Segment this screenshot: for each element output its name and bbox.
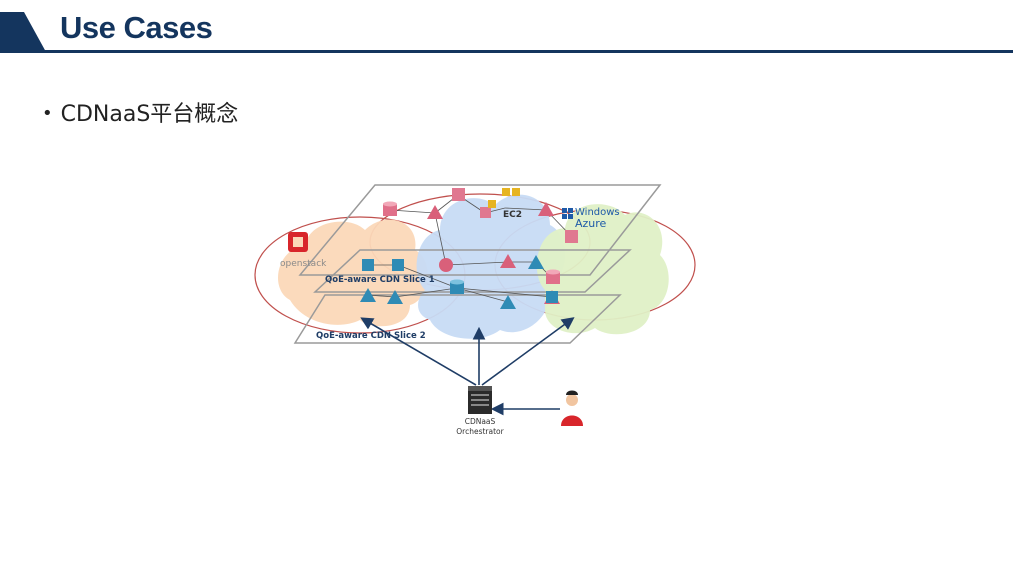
title-accent-tab: [0, 12, 46, 52]
user-icon: [561, 390, 583, 426]
orchestration-arrows: [360, 317, 575, 416]
transcoder-icon: [360, 288, 376, 302]
bullet-dot-icon: •: [42, 103, 53, 124]
transcoder-icon: [538, 202, 554, 216]
slice-2-plane: [293, 294, 622, 344]
cache-icon: [565, 230, 578, 243]
cdnaas-diagram: openstack EC2 Windows Azure: [254, 184, 696, 436]
slice-1-label: QoE-aware CDN Slice 1: [325, 275, 435, 285]
slice-1-plane: [313, 249, 632, 293]
page-title: Use Cases: [60, 10, 213, 45]
ec2-cloud: [416, 194, 565, 339]
azure-label-line1: Windows: [575, 207, 620, 218]
azure-logo: Windows Azure: [562, 207, 620, 230]
title-underline: [0, 50, 1013, 53]
database-icon: [450, 279, 464, 294]
orchestrator-label-line2: Orchestrator: [456, 427, 504, 436]
transcoder-icon: [528, 255, 544, 269]
transcoder-icon: [427, 205, 443, 219]
database-icon: [546, 269, 560, 284]
openstack-label: openstack: [280, 259, 327, 269]
ec2-label: EC2: [503, 210, 522, 220]
transcoder-icon: [500, 295, 516, 309]
orchestrator-label-line1: CDNaaS: [465, 417, 496, 426]
cache-icon: [362, 259, 374, 271]
cache-icon: [480, 207, 491, 218]
cache-icon: [452, 188, 465, 201]
cache-icon: [546, 291, 558, 303]
database-icon: [383, 201, 397, 216]
bullet-text: CDNaaS平台概念: [60, 102, 239, 127]
transcoder-icon: [500, 254, 516, 268]
openstack-logo: openstack: [280, 232, 327, 269]
server-rack-icon: [468, 386, 492, 414]
bullet-item: • CDNaaS平台概念: [42, 96, 238, 128]
top-plane: [298, 184, 662, 276]
slice-2-label: QoE-aware CDN Slice 2: [316, 331, 426, 341]
azure-label-line2: Azure: [575, 217, 607, 230]
cache-icon: [439, 258, 453, 272]
ec2-instance-icon: [488, 188, 520, 208]
cache-icon: [392, 259, 404, 271]
transcoder-icon: [387, 290, 403, 304]
